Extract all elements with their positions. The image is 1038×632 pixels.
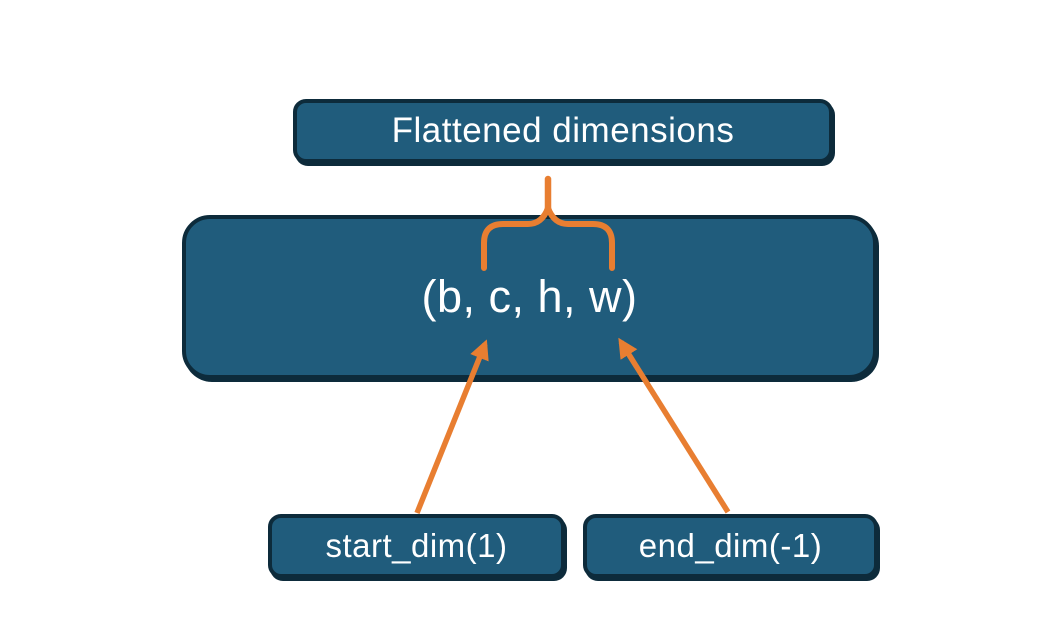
tensor-shape-label: (b, c, h, w) bbox=[421, 271, 638, 322]
start-dim-box: start_dim(1) bbox=[268, 514, 565, 578]
tensor-shape-box: (b, c, h, w) bbox=[182, 215, 877, 379]
start-dim-label: start_dim(1) bbox=[325, 527, 508, 564]
end-dim-label: end_dim(-1) bbox=[638, 527, 823, 564]
end-dim-box: end_dim(-1) bbox=[583, 514, 878, 578]
flattened-dimensions-box: Flattened dimensions bbox=[293, 99, 833, 163]
flattened-dimensions-label: Flattened dimensions bbox=[391, 111, 735, 150]
